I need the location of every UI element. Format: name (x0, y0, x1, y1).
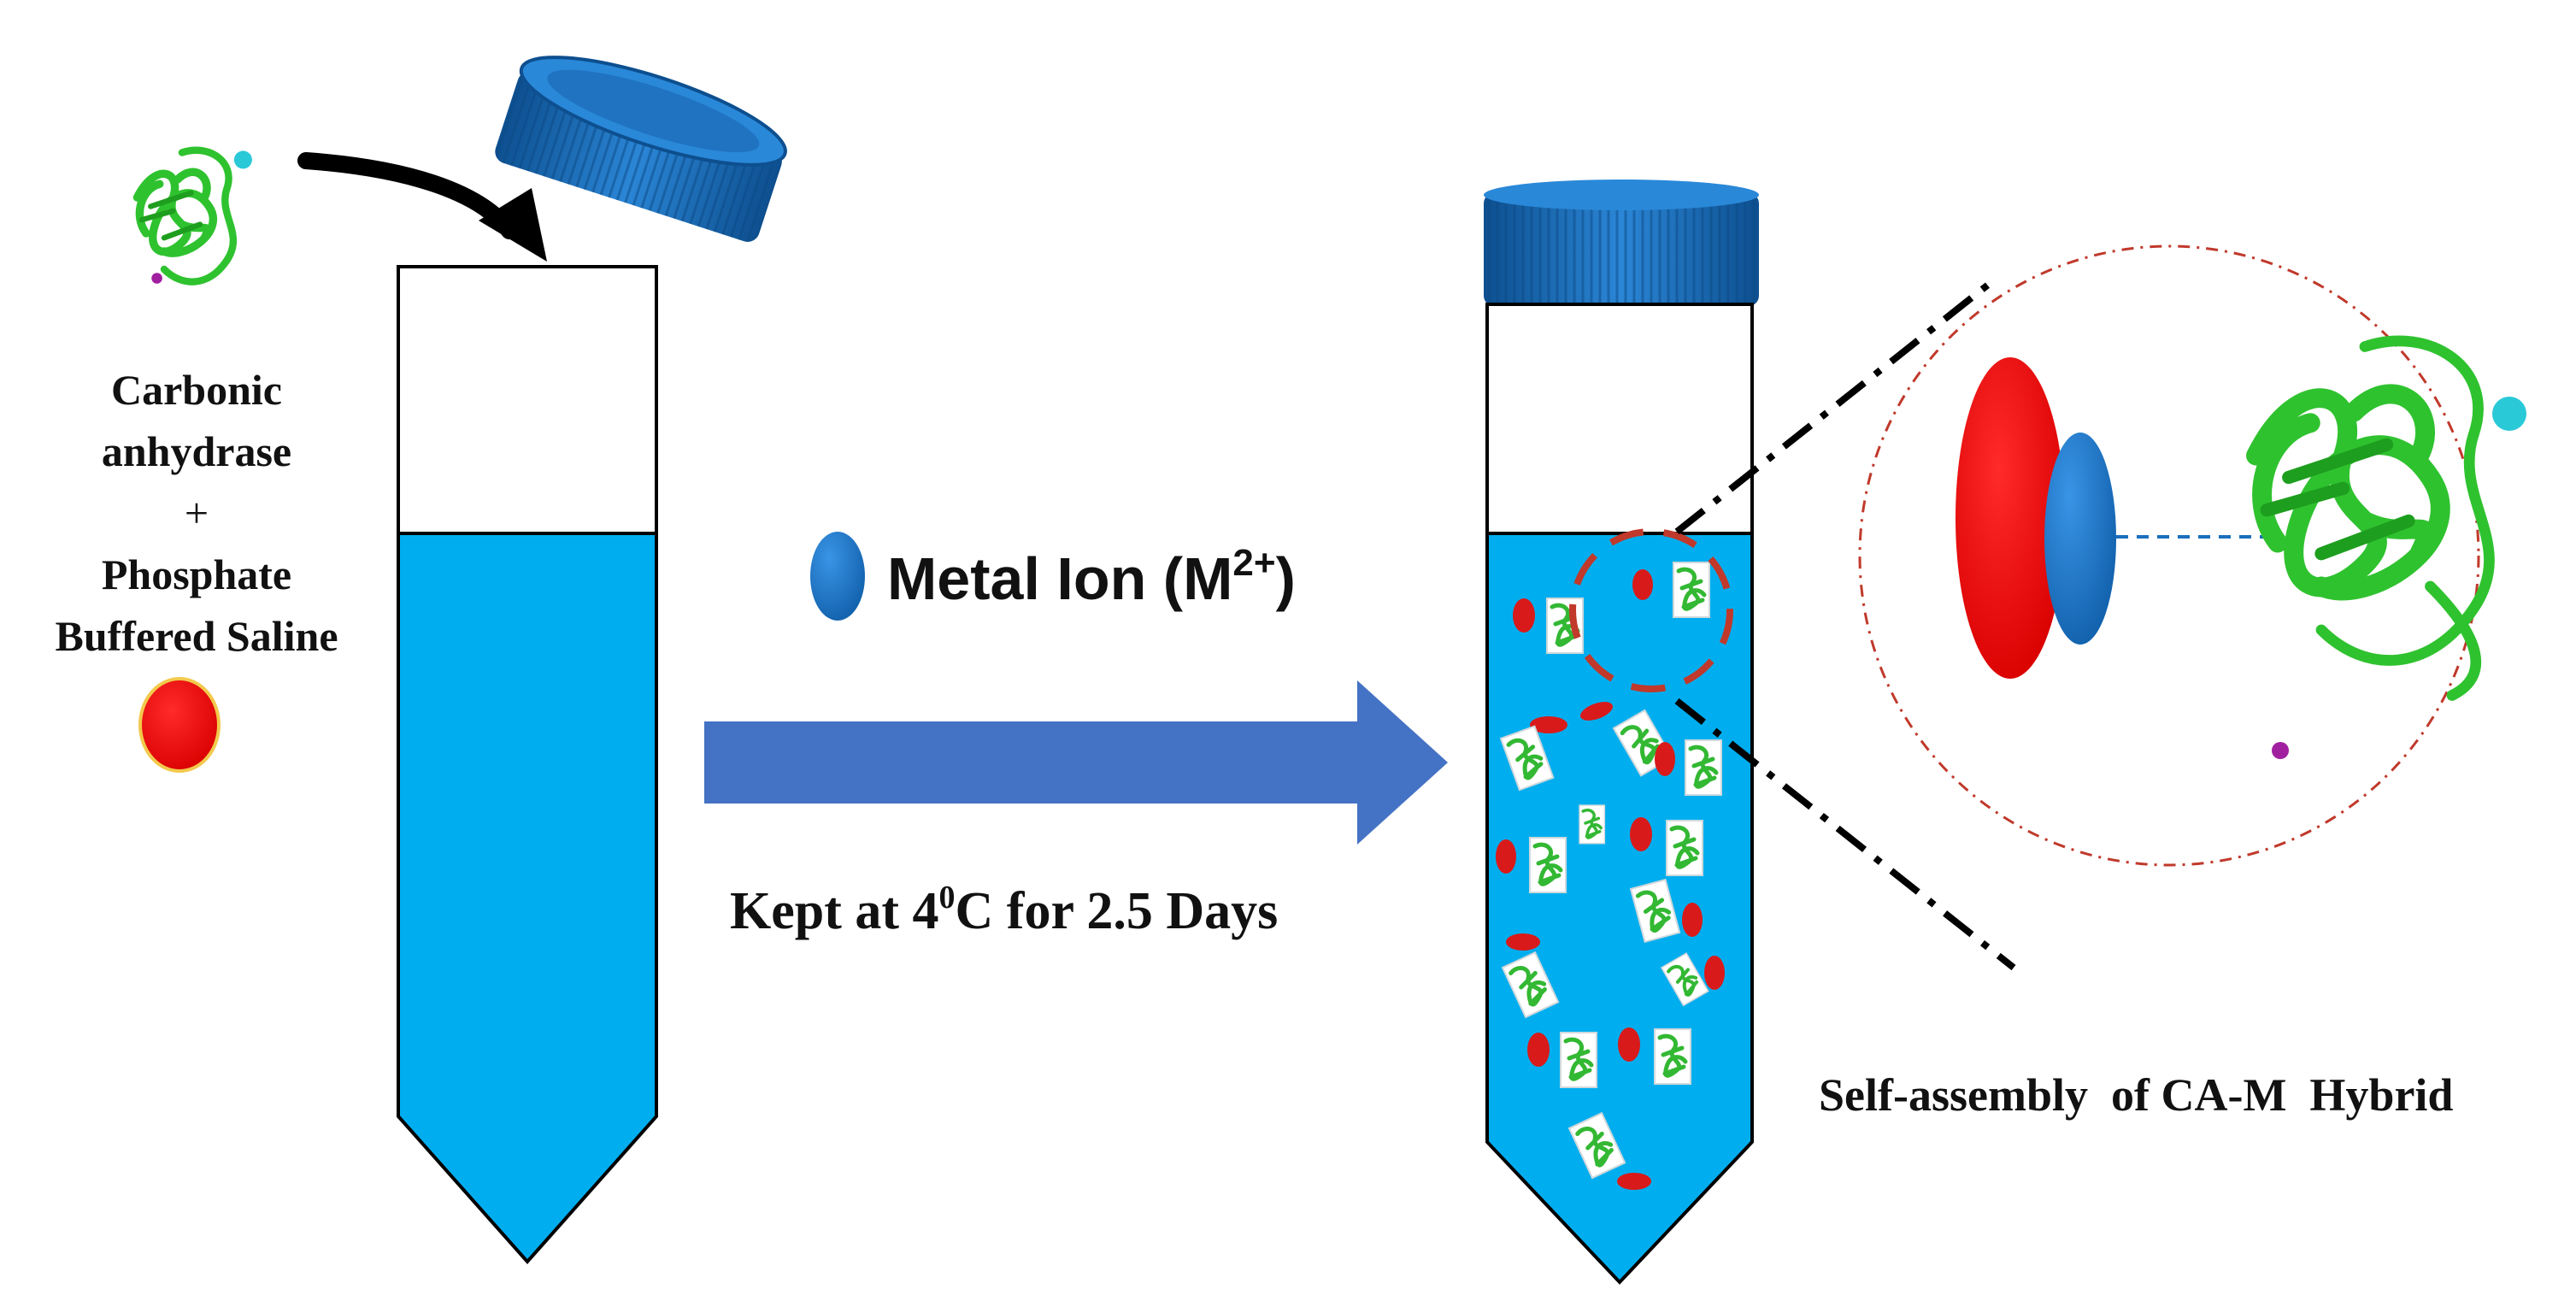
plus-sign: + (184, 489, 209, 537)
metal-ion-icon (810, 532, 865, 621)
right-tube-cap (1484, 180, 1759, 306)
curved-arrow (297, 152, 547, 262)
enzyme-buffer-label: Carbonic anhydrase + Phosphate Buffered … (17, 359, 376, 667)
protein-structure-icon (138, 146, 252, 286)
zoom-protein-icon (2256, 335, 2495, 701)
focus-circle (1569, 528, 1733, 692)
buffer-line1: Phosphate (101, 550, 292, 598)
zoom-ion-purple (2272, 742, 2289, 759)
hybrid-caption: Self-assembly of CA-M Hybrid (1819, 1069, 2454, 1121)
zoom-circle (1858, 244, 2480, 867)
zoom-phosphate-metal (1956, 357, 2284, 679)
condition-suffix: C for 2.5 Days (955, 882, 1279, 940)
metal-ion-charge: 2+ (1232, 542, 1276, 584)
metal-ion-text: Metal Ion (M (887, 545, 1233, 612)
zoom-connector-lines (1674, 279, 2016, 971)
left-tube (397, 265, 658, 1265)
zoom-ion-cyan (2492, 397, 2526, 431)
buffer-line2: Buffered Saline (55, 612, 338, 660)
enzyme-line2: anhydrase (101, 427, 292, 475)
phosphate-particle-icon (138, 677, 221, 773)
condition-degree: 0 (938, 880, 956, 915)
metal-ion-label: Metal Ion (M2+) (887, 542, 1296, 613)
flow-arrow (704, 680, 1448, 845)
enzyme-line1: Carbonic (111, 366, 282, 414)
metal-ion-close: ) (1275, 545, 1296, 612)
condition-prefix: Kept at 4 (730, 882, 939, 940)
hybrid-particle-icon (1496, 562, 1725, 1190)
condition-label: Kept at 40C for 2.5 Days (730, 879, 1278, 942)
tube-cap-icon (495, 56, 787, 242)
